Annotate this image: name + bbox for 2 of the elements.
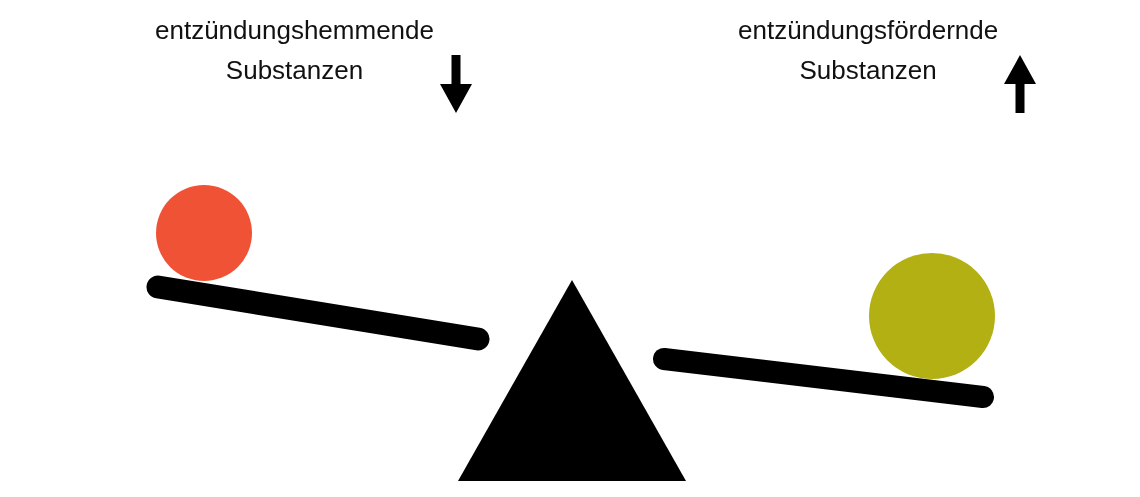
substance-label: entzündungshemmende Substanzen	[155, 14, 434, 87]
substance-label: entzündungsfördernde Substanzen	[738, 14, 999, 87]
